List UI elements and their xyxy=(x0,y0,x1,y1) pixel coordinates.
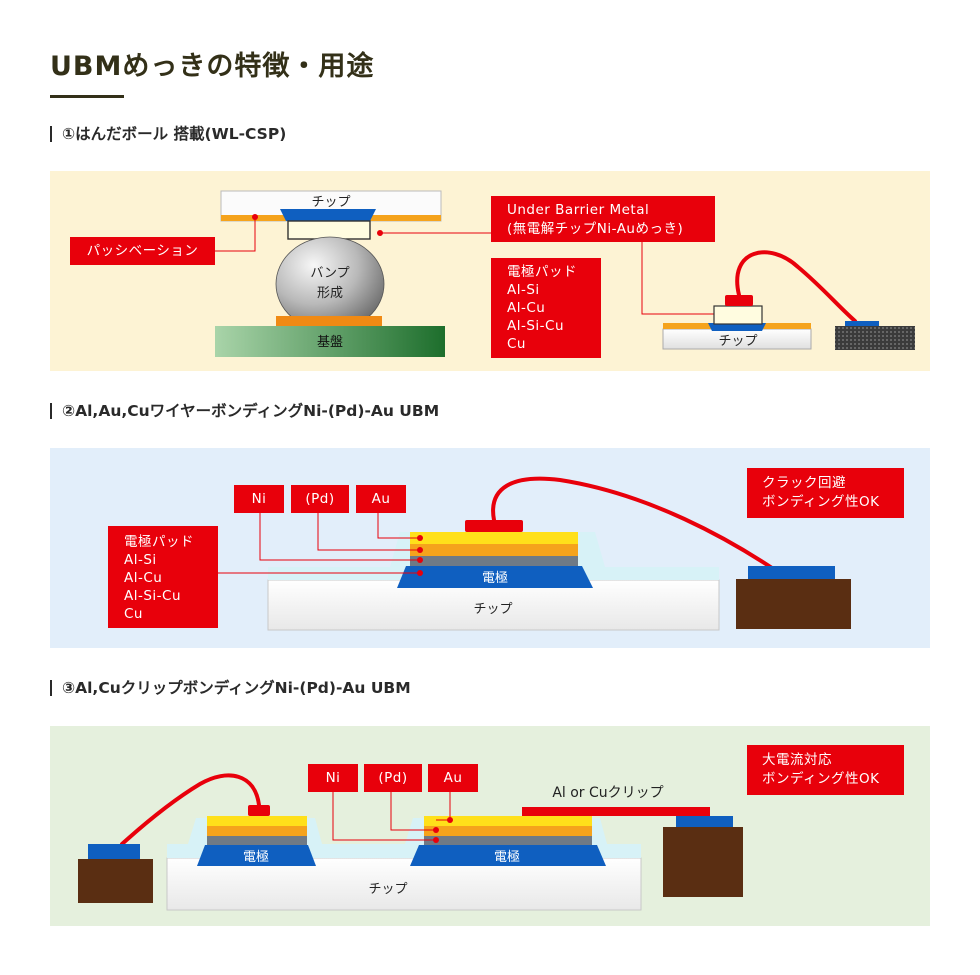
electrode-right xyxy=(410,845,606,866)
note-line-1: 大電流対応 xyxy=(762,752,832,768)
leader-dot xyxy=(417,570,423,576)
leader-passivation xyxy=(215,217,256,252)
ni-label: Ni xyxy=(234,485,284,513)
electrode xyxy=(397,566,593,588)
title-underline xyxy=(50,95,124,98)
chip-block xyxy=(267,579,720,631)
leader-dot xyxy=(252,214,258,220)
electrode-left xyxy=(197,845,316,866)
lead-pad-right xyxy=(676,816,733,828)
bond-wire xyxy=(491,476,777,572)
small-chip-label: チップ xyxy=(718,334,757,349)
leader-dot xyxy=(433,837,439,843)
electrode-left-label: 電極 xyxy=(243,849,269,865)
bond-wire xyxy=(120,773,261,846)
substrate-pad xyxy=(276,316,382,326)
clip xyxy=(522,807,710,816)
diagram-clip-bonding-graphic: チップ 電極 電極 Al or Cuクリップ xyxy=(78,773,743,911)
small-ubm xyxy=(713,305,763,325)
au-label: Au xyxy=(428,764,478,792)
ubm-label-line-1: Under Barrier Metal xyxy=(507,202,650,218)
diagram-wire-bonding: チップ 電極 Ni (Pd) Au 電極パッド Al-Si Al-Cu Al-S… xyxy=(50,448,930,648)
lead-pad-left xyxy=(88,844,140,859)
page-title: UBMめっきの特徴・用途 xyxy=(50,51,375,82)
bond-wire xyxy=(735,250,857,323)
pad-material-line: Al-Si-Cu xyxy=(507,318,565,334)
pad-material-line: 電極パッド xyxy=(507,264,577,280)
pad-material-line: 電極パッド xyxy=(124,534,194,550)
ubm-label-box: Under Barrier Metal (無電解チップNi-Auめっき) xyxy=(491,196,715,242)
lead-block xyxy=(736,579,851,629)
chip-label: チップ xyxy=(311,195,350,210)
leader-ni xyxy=(332,792,436,841)
leader-dot xyxy=(417,557,423,563)
electrode-pad xyxy=(280,209,376,221)
substrate-label: 基盤 xyxy=(317,335,343,350)
leader-pd xyxy=(390,792,436,831)
passivation-label: パッシベーション xyxy=(70,237,215,265)
ni-layer-left xyxy=(207,836,307,845)
diagram-clip-bonding: チップ 電極 電極 Al or Cuクリップ Ni (Pd) Au xyxy=(50,726,930,926)
leader-small-ubm xyxy=(641,235,714,315)
pad-material-line: Al-Si xyxy=(507,282,540,298)
leader-dot xyxy=(417,547,423,553)
wire-ball xyxy=(725,295,753,306)
pad-material-line: Al-Si-Cu xyxy=(124,588,182,604)
pad-material-box: 電極パッド Al-Si Al-Cu Al-Si-Cu Cu xyxy=(108,526,218,628)
note-box: 大電流対応 ボンディング性OK xyxy=(747,745,904,795)
small-electrode xyxy=(708,323,766,331)
pd-label: (Pd) xyxy=(291,485,349,513)
au-layer xyxy=(410,532,578,544)
chip-label: チップ xyxy=(368,882,407,897)
note-line-2: ボンディング性OK xyxy=(762,771,880,787)
lead-pad xyxy=(845,321,879,329)
ni-label: Ni xyxy=(308,764,358,792)
ubm-layer xyxy=(287,220,371,240)
lead-block xyxy=(835,326,915,350)
bump-label-1: バンプ xyxy=(310,266,349,281)
diagram-wire-bonding-graphic: チップ 電極 xyxy=(218,476,851,631)
au-layer-left xyxy=(207,816,307,826)
pd-layer-left xyxy=(207,826,307,836)
wire-ball xyxy=(248,805,270,816)
note-line-1: クラック回避 xyxy=(762,475,846,491)
substrate-block xyxy=(215,326,445,357)
pd-layer xyxy=(410,544,578,556)
wire-ball xyxy=(465,520,523,532)
note-line-2: ボンディング性OK xyxy=(762,494,880,510)
leader-dot xyxy=(447,817,453,823)
pad-material-line: Al-Si xyxy=(124,552,157,568)
au-layer-right xyxy=(424,816,592,826)
ni-layer xyxy=(410,556,578,566)
chip-block xyxy=(166,857,642,911)
chip-label: チップ xyxy=(473,602,512,617)
note-box: クラック回避 ボンディング性OK xyxy=(747,468,904,518)
diagram-wlcsp-graphic: チップ バンプ 形成 基盤 チップ xyxy=(215,190,915,357)
diagram-wlcsp: チップ バンプ 形成 基盤 チップ パッシベーション Under B xyxy=(50,171,930,371)
au-label: Au xyxy=(356,485,406,513)
bump-label-2: 形成 xyxy=(317,286,343,301)
lead-block-right xyxy=(663,827,743,897)
leader-dot xyxy=(433,827,439,833)
lead-pad xyxy=(748,566,835,580)
ubm-label-line-2: (無電解チップNi-Auめっき) xyxy=(507,221,684,237)
leader-dot xyxy=(417,535,423,541)
ni-layer-right xyxy=(424,836,592,845)
clip-label: Al or Cuクリップ xyxy=(552,785,663,801)
lead-block-left xyxy=(78,859,153,903)
pad-material-box: 電極パッド Al-Si Al-Cu Al-Si-Cu Cu xyxy=(491,258,601,358)
section-2-heading: ②Al,Au,CuワイヤーボンディングNi-(Pd)-Au UBM xyxy=(50,403,439,419)
section-3-heading: ③Al,CuクリップボンディングNi-(Pd)-Au UBM xyxy=(50,680,411,696)
leader-au xyxy=(436,792,451,821)
pad-material-line: Cu xyxy=(124,606,143,622)
pad-material-line: Cu xyxy=(507,336,526,352)
pad-material-line: Al-Cu xyxy=(507,300,546,316)
pd-label: (Pd) xyxy=(364,764,422,792)
pd-layer-right xyxy=(424,826,592,836)
electrode-label: 電極 xyxy=(482,570,508,586)
pad-material-line: Al-Cu xyxy=(124,570,163,586)
section-1-heading: ①はんだボール 搭載(WL-CSP) xyxy=(50,126,286,142)
leader-dot xyxy=(377,230,383,236)
electrode-right-label: 電極 xyxy=(494,849,520,865)
